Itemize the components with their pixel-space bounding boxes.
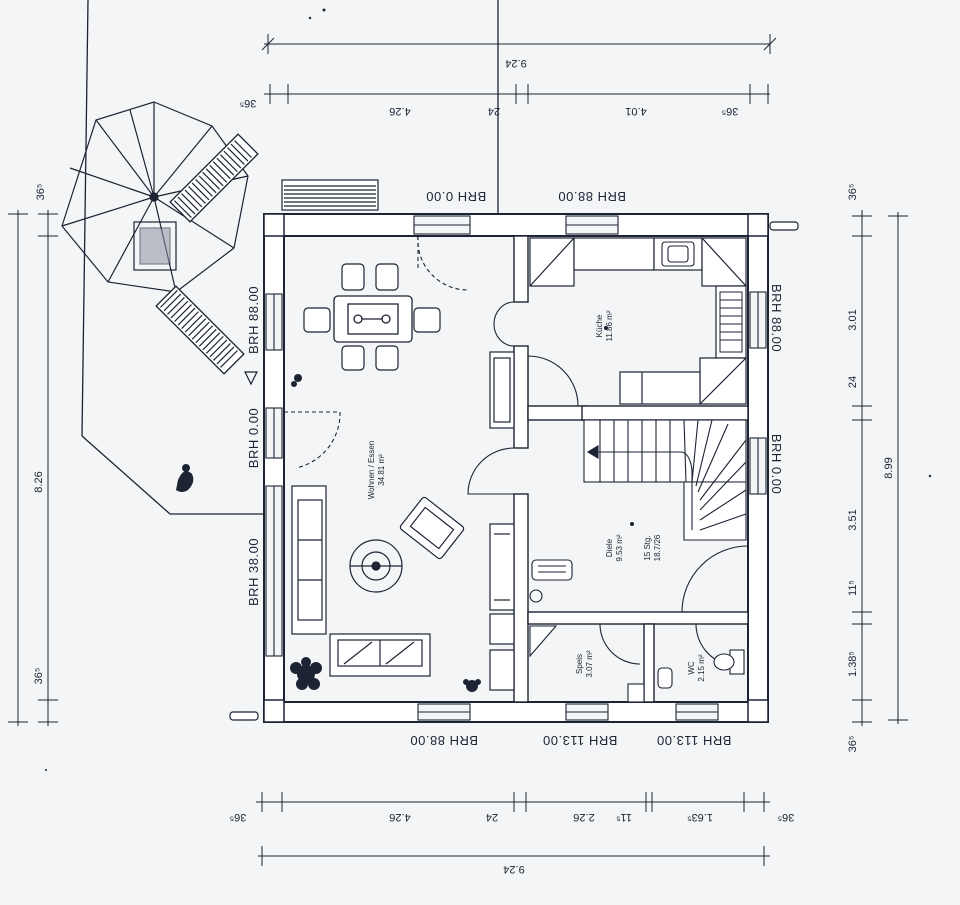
kitchen-stove [719,291,743,353]
dim-right-seg1: 3.01 [847,309,859,330]
windows [265,215,767,721]
brh-top-left: BRH 0.00 [426,189,486,204]
brh-left-mid: BRH 0.00 [246,408,261,468]
room-area-diele: 9.53 m² [615,534,624,561]
dim-bottom-left-wall: 36⁵ [230,811,247,823]
room-name-wohnen: Wohnen / Essen [367,441,376,500]
dim-right-total: 8.99 [883,457,895,478]
dim-bottom-total: 9.24 [503,863,524,875]
dim-left-top-wall: 36⁵ [35,184,47,201]
brh-bottom-mid: BRH 113.00 [543,733,618,748]
sun-lounger-upper [169,133,259,223]
dim-top-left-wall: 36⁵ [240,97,257,109]
dim-top-seg1: 4.26 [389,105,410,117]
wc-fixtures [657,649,745,689]
dimension-lines [8,34,908,866]
plant-small [463,679,481,692]
exterior-walls [263,213,769,723]
room-name-kueche: Küche [595,314,604,337]
sofa-left [291,485,327,635]
dim-bottom-seg3: 1.63⁵ [687,811,713,823]
brh-left-upper: BRH 88.00 [246,286,261,354]
coffee-table [349,539,403,593]
stair-steps: 15 Stg. [643,535,652,560]
dim-bottom-inner: 24 [486,811,498,823]
speis-shelf [529,625,645,703]
dim-right-inner2: 11⁵ [847,580,859,596]
outdoor-cat-symbol [176,464,194,492]
dim-right-seg3: 1.38⁵ [847,651,859,677]
brh-left-lower: BRH 38.00 [246,538,261,606]
dim-top-total: 9.24 [505,57,526,69]
dining-table [333,295,413,343]
dim-left-total: 8.26 [33,471,45,492]
brh-right-lower: BRH 0.00 [769,434,784,494]
dining-chairs [303,263,441,371]
room-area-speis: 3.07 m² [585,650,594,677]
brh-bottom-right: BRH 113.00 [657,733,732,748]
sofa-bottom [329,633,431,677]
dim-top-right-wall: 36⁵ [722,105,739,117]
dim-top-seg2: 4.01 [625,105,646,117]
plant-large [290,657,322,690]
room-area-wc: 2.15 m² [697,654,706,681]
tap-symbol-right [769,221,799,231]
brh-top-right: BRH 88.00 [558,189,626,204]
kitchen-counters [529,237,747,405]
parasol [61,101,249,293]
hall-chair [531,559,573,581]
dim-bottom-seg1: 4.26 [389,811,410,823]
room-area-wohnen: 34.81 m² [377,454,386,486]
dim-right-bottom-wall: 36⁵ [847,736,859,753]
dim-right-seg2: 3.51 [847,509,859,530]
scan-specks [45,8,932,771]
sideboard [489,351,515,429]
dim-top-inner: 24 [488,105,500,117]
stair-ratio: 18.7/26 [653,534,662,561]
dim-right-inner: 24 [847,376,859,388]
doors [284,235,749,667]
brh-right-upper: BRH 88.00 [769,284,784,352]
dim-bottom-right-wall: 36⁵ [778,811,795,823]
room-name-speis: Speis [575,654,584,674]
dim-right-top-wall: 36⁵ [847,184,859,201]
plant-pot-upper [291,374,302,387]
room-area-kueche: 11.86 m² [605,310,614,341]
brh-bottom-left: BRH 88.00 [410,733,478,748]
kitchen-sink [661,241,695,267]
garden-bench [281,179,379,211]
room-name-diele: Diele [605,538,614,557]
staircase [583,419,747,541]
terrace-outline [81,0,499,515]
dim-bottom-inner2: 11⁵ [616,811,632,823]
tap-symbol-left [229,711,259,721]
hall-symbol [529,589,543,603]
room-name-wc: WC [687,661,696,675]
dim-bottom-seg2: 2.26 [573,811,594,823]
armchair [399,496,465,560]
dim-left-bottom-wall: 36⁵ [33,668,45,685]
tv-cabinet [489,523,515,691]
sun-lounger-lower [155,285,245,375]
marker-triangle [244,371,258,386]
